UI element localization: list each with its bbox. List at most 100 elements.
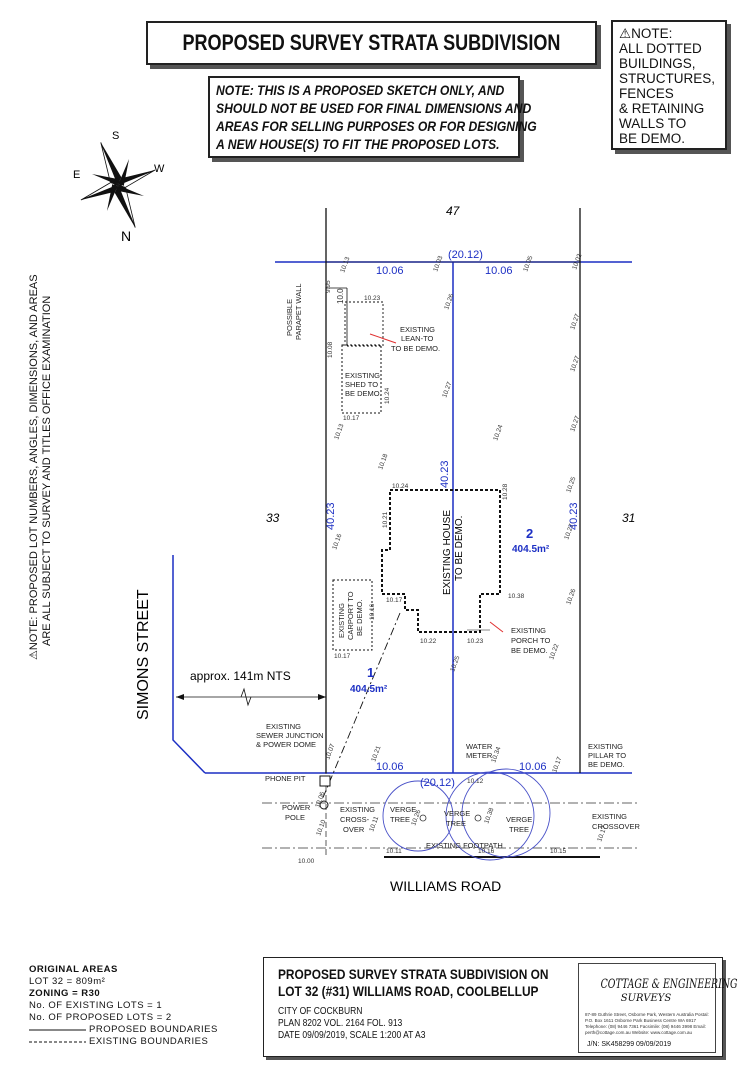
level: 10.12 xyxy=(467,778,484,785)
footpath-label: EXISTING FOOTPATH xyxy=(426,841,503,850)
pillar-label: EXISTING xyxy=(588,742,623,751)
verge-tree-label-3: TREE xyxy=(509,825,529,834)
level: 9.95 xyxy=(325,280,332,293)
lean-to-label: EXISTING xyxy=(400,325,435,334)
demo-note-line: WALLS TO xyxy=(619,116,687,131)
dim-west-depth: 40.23 xyxy=(325,502,337,530)
dim-lot1-south: 10.06 xyxy=(376,761,404,773)
demo-note-line: ALL DOTTED xyxy=(619,41,702,56)
original-areas-block: ORIGINAL AREAS LOT 32 = 809m² ZONING = R… xyxy=(29,964,218,1048)
title-block-plan: PLAN 8202 VOL. 2164 FOL. 913 xyxy=(278,1018,403,1029)
zoning: ZONING = R30 xyxy=(29,988,101,999)
legend-proposed: PROPOSED BOUNDARIES xyxy=(89,1024,218,1035)
surveyor-address: 87-89 Guthrie Street, Osborne Park, West… xyxy=(585,1012,709,1035)
verge-tree-label-3: VERGE xyxy=(506,815,532,824)
warning-icon: ⚠ xyxy=(619,26,632,41)
dim-total-south: (20.12) xyxy=(420,777,455,789)
shed-label: EXISTING xyxy=(345,371,380,380)
neighbour-east: 31 xyxy=(622,511,635,525)
carport-label: CARPORT TO xyxy=(346,591,355,640)
sketch-note-line: AREAS FOR SELLING PURPOSES OR FOR DESIGN… xyxy=(216,119,537,134)
pillar-label: BE DEMO. xyxy=(588,760,625,769)
crossover-west-label: OVER xyxy=(343,825,365,834)
phone-pit-label: PHONE PIT xyxy=(265,774,306,783)
sewer-label: SEWER JUNCTION xyxy=(256,731,324,740)
crossover-east-label: CROSSOVER xyxy=(592,822,641,831)
porch-label: EXISTING xyxy=(511,626,546,635)
title-block-city: CITY OF COCKBURN xyxy=(278,1006,363,1017)
original-areas-heading: ORIGINAL AREAS xyxy=(29,964,118,975)
williams-road-label: WILLIAMS ROAD xyxy=(390,878,501,894)
lot-1-area: 404.5m² xyxy=(350,684,388,695)
level: 10.16 xyxy=(369,603,376,620)
verge-tree-label-2: VERGE xyxy=(444,809,470,818)
carport-label: EXISTING xyxy=(337,603,346,638)
demo-note-line: BE DEMO. xyxy=(619,131,686,146)
house-label: TO BE DEMO. xyxy=(454,516,465,581)
carport-label: BE DEMO. xyxy=(355,599,364,636)
water-meter-label: METER xyxy=(466,751,493,760)
main-title-box: PROPOSED SURVEY STRATA SUBDIVISION xyxy=(146,21,597,65)
original-lot-area: LOT 32 = 809m² xyxy=(29,976,106,987)
title-block-heading-1: PROPOSED SURVEY STRATA SUBDIVISION ON xyxy=(278,966,549,982)
level: 10.25 xyxy=(449,655,461,673)
title-block-date: DATE 09/09/2019, SCALE 1:200 AT A3 xyxy=(278,1030,426,1041)
level: 10.17 xyxy=(386,597,403,604)
level: 10.24 xyxy=(492,424,504,442)
level: 10.05 xyxy=(522,255,534,273)
level: 10.16 xyxy=(331,533,343,551)
level: 10.21 xyxy=(382,511,389,528)
dim-east-depth: 40.23 xyxy=(568,502,580,530)
level: 10.13 xyxy=(333,423,345,441)
lot-2-number: 2 xyxy=(526,526,533,541)
level: 10.25 xyxy=(565,476,577,494)
legend-existing: EXISTING BOUNDARIES xyxy=(89,1036,209,1047)
level: 10.21 xyxy=(370,745,382,763)
demo-note-line: BUILDINGS, xyxy=(619,56,696,71)
sketch-note-line: A NEW HOUSE(S) TO FIT THE PROPOSED LOTS. xyxy=(216,137,500,152)
compass-n: N xyxy=(121,228,131,244)
level: 10.13 xyxy=(339,256,351,274)
neighbour-west: 33 xyxy=(266,511,280,525)
crossover-west-label: CROSS- xyxy=(340,815,370,824)
compass-e: E xyxy=(73,169,80,181)
level: 10.24 xyxy=(392,483,409,490)
verge-tree-label-1: TREE xyxy=(390,815,410,824)
level: 10.11 xyxy=(386,848,402,855)
demo-note-line: STRUCTURES, xyxy=(619,71,716,86)
dim-lot2-south: 10.06 xyxy=(519,761,547,773)
demolition-note: ⚠NOTE: ALL DOTTED BUILDINGS, STRUCTURES,… xyxy=(611,20,727,150)
power-pole-label: POWER xyxy=(282,803,311,812)
level: 10.22 xyxy=(548,643,560,661)
sketch-note-line: NOTE: THIS IS A PROPOSED SKETCH ONLY, AN… xyxy=(216,83,505,98)
demo-note-line: & RETAINING xyxy=(619,101,705,116)
level: 10.38 xyxy=(508,593,525,600)
compass-s: S xyxy=(112,130,119,142)
lot-2-area: 404.5m² xyxy=(512,544,550,555)
surveyor-logo-box: COTTAGE & ENGINEERING SURVEYS 87-89 Guth… xyxy=(578,963,738,1053)
level: 10.17 xyxy=(343,415,360,422)
water-meter-label: WATER xyxy=(466,742,493,751)
sewer-label: & POWER DOME xyxy=(256,740,316,749)
dim-lot2-north: 10.06 xyxy=(485,265,513,277)
approx-distance-label: approx. 141m NTS xyxy=(190,669,291,683)
level: 10.16 xyxy=(478,848,495,855)
simons-street-label: SIMONS STREET xyxy=(135,589,152,720)
shed-label: SHED TO xyxy=(345,380,378,389)
proposed-lots-count: No. OF PROPOSED LOTS = 2 xyxy=(29,1012,172,1023)
level: 10.18 xyxy=(377,453,389,471)
lot-1-number: 1 xyxy=(367,665,374,680)
crossover-west-label: EXISTING xyxy=(340,805,375,814)
sketch-disclaimer-note: NOTE: THIS IS A PROPOSED SKETCH ONLY, AN… xyxy=(208,76,537,158)
dim-total-north: (20.12) xyxy=(448,249,483,261)
verge-tree-label-2: TREE xyxy=(446,819,466,828)
level: 10.17 xyxy=(551,756,563,774)
level: 10.11 xyxy=(368,815,380,833)
title-block-heading-2: LOT 32 (#31) WILLIAMS ROAD, COOLBELLUP xyxy=(278,983,539,999)
level: 10.06 xyxy=(314,791,326,809)
surveyor-logo: COTTAGE & ENGINEERING SURVEYS xyxy=(600,977,738,1005)
spot-levels: 10.13 10.03 10.05 10.02 9.95 10.0 10.23 … xyxy=(298,253,609,865)
compass-w: W xyxy=(154,163,165,175)
